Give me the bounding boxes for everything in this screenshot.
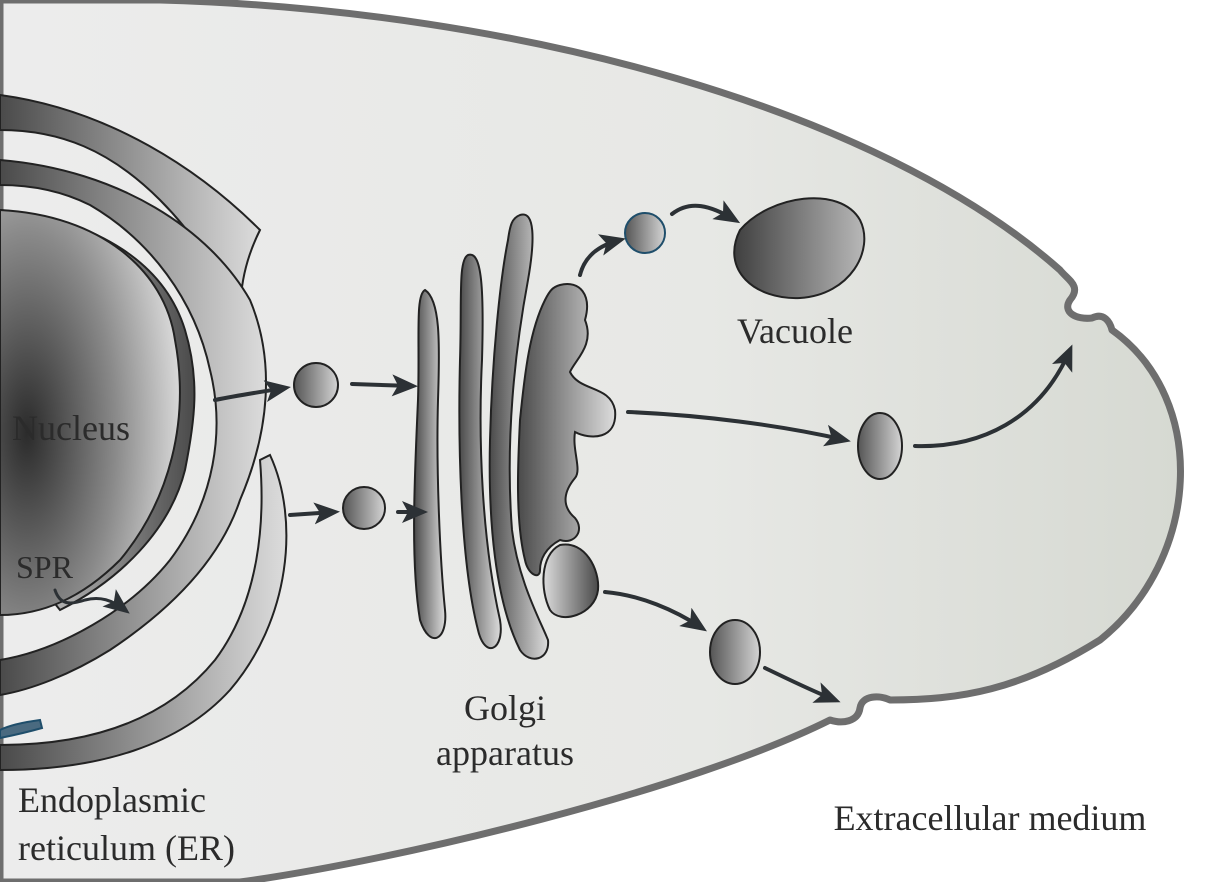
label-spr: SPR (16, 549, 74, 585)
label-extracellular-medium: Extracellular medium (834, 798, 1147, 838)
arrow-er-to-vesicle-1 (213, 380, 291, 403)
label-golgi-line1: Golgi (464, 688, 546, 728)
arrow-spr-in-er (53, 588, 130, 614)
arrow-golgi-to-secretory-1 (626, 410, 851, 447)
vesicles (293, 212, 903, 685)
label-nucleus: Nucleus (12, 408, 130, 448)
arrow-secretory-1-to-membrane (913, 344, 1073, 449)
arrow-vesicle-to-vacuole (670, 200, 741, 224)
arrow-golgi-to-secretory-2 (603, 590, 707, 632)
vesicle-er-2 (342, 486, 386, 530)
label-golgi-line2: apparatus (436, 733, 574, 773)
arrow-secretory-2-to-membrane (763, 666, 841, 703)
arrow-vesicle-1-to-golgi (350, 374, 418, 397)
label-vacuole: Vacuole (737, 311, 853, 351)
label-er-line1: Endoplasmic (18, 780, 206, 820)
arrow-er-to-vesicle-2 (288, 502, 340, 525)
vesicle-to-vacuole (624, 212, 666, 254)
arrow-golgi-to-vacuole-vesicle (578, 234, 626, 277)
transport-arrows (53, 200, 1073, 703)
vesicle-er-1 (293, 362, 339, 408)
label-er-line2: reticulum (ER) (18, 828, 235, 868)
vesicle-secretory-1 (857, 412, 903, 480)
vesicle-secretory-2 (709, 619, 761, 685)
vacuole (733, 197, 866, 300)
cell-membrane (0, 0, 1184, 882)
nucleus (0, 208, 181, 617)
golgi-apparatus (413, 213, 617, 660)
